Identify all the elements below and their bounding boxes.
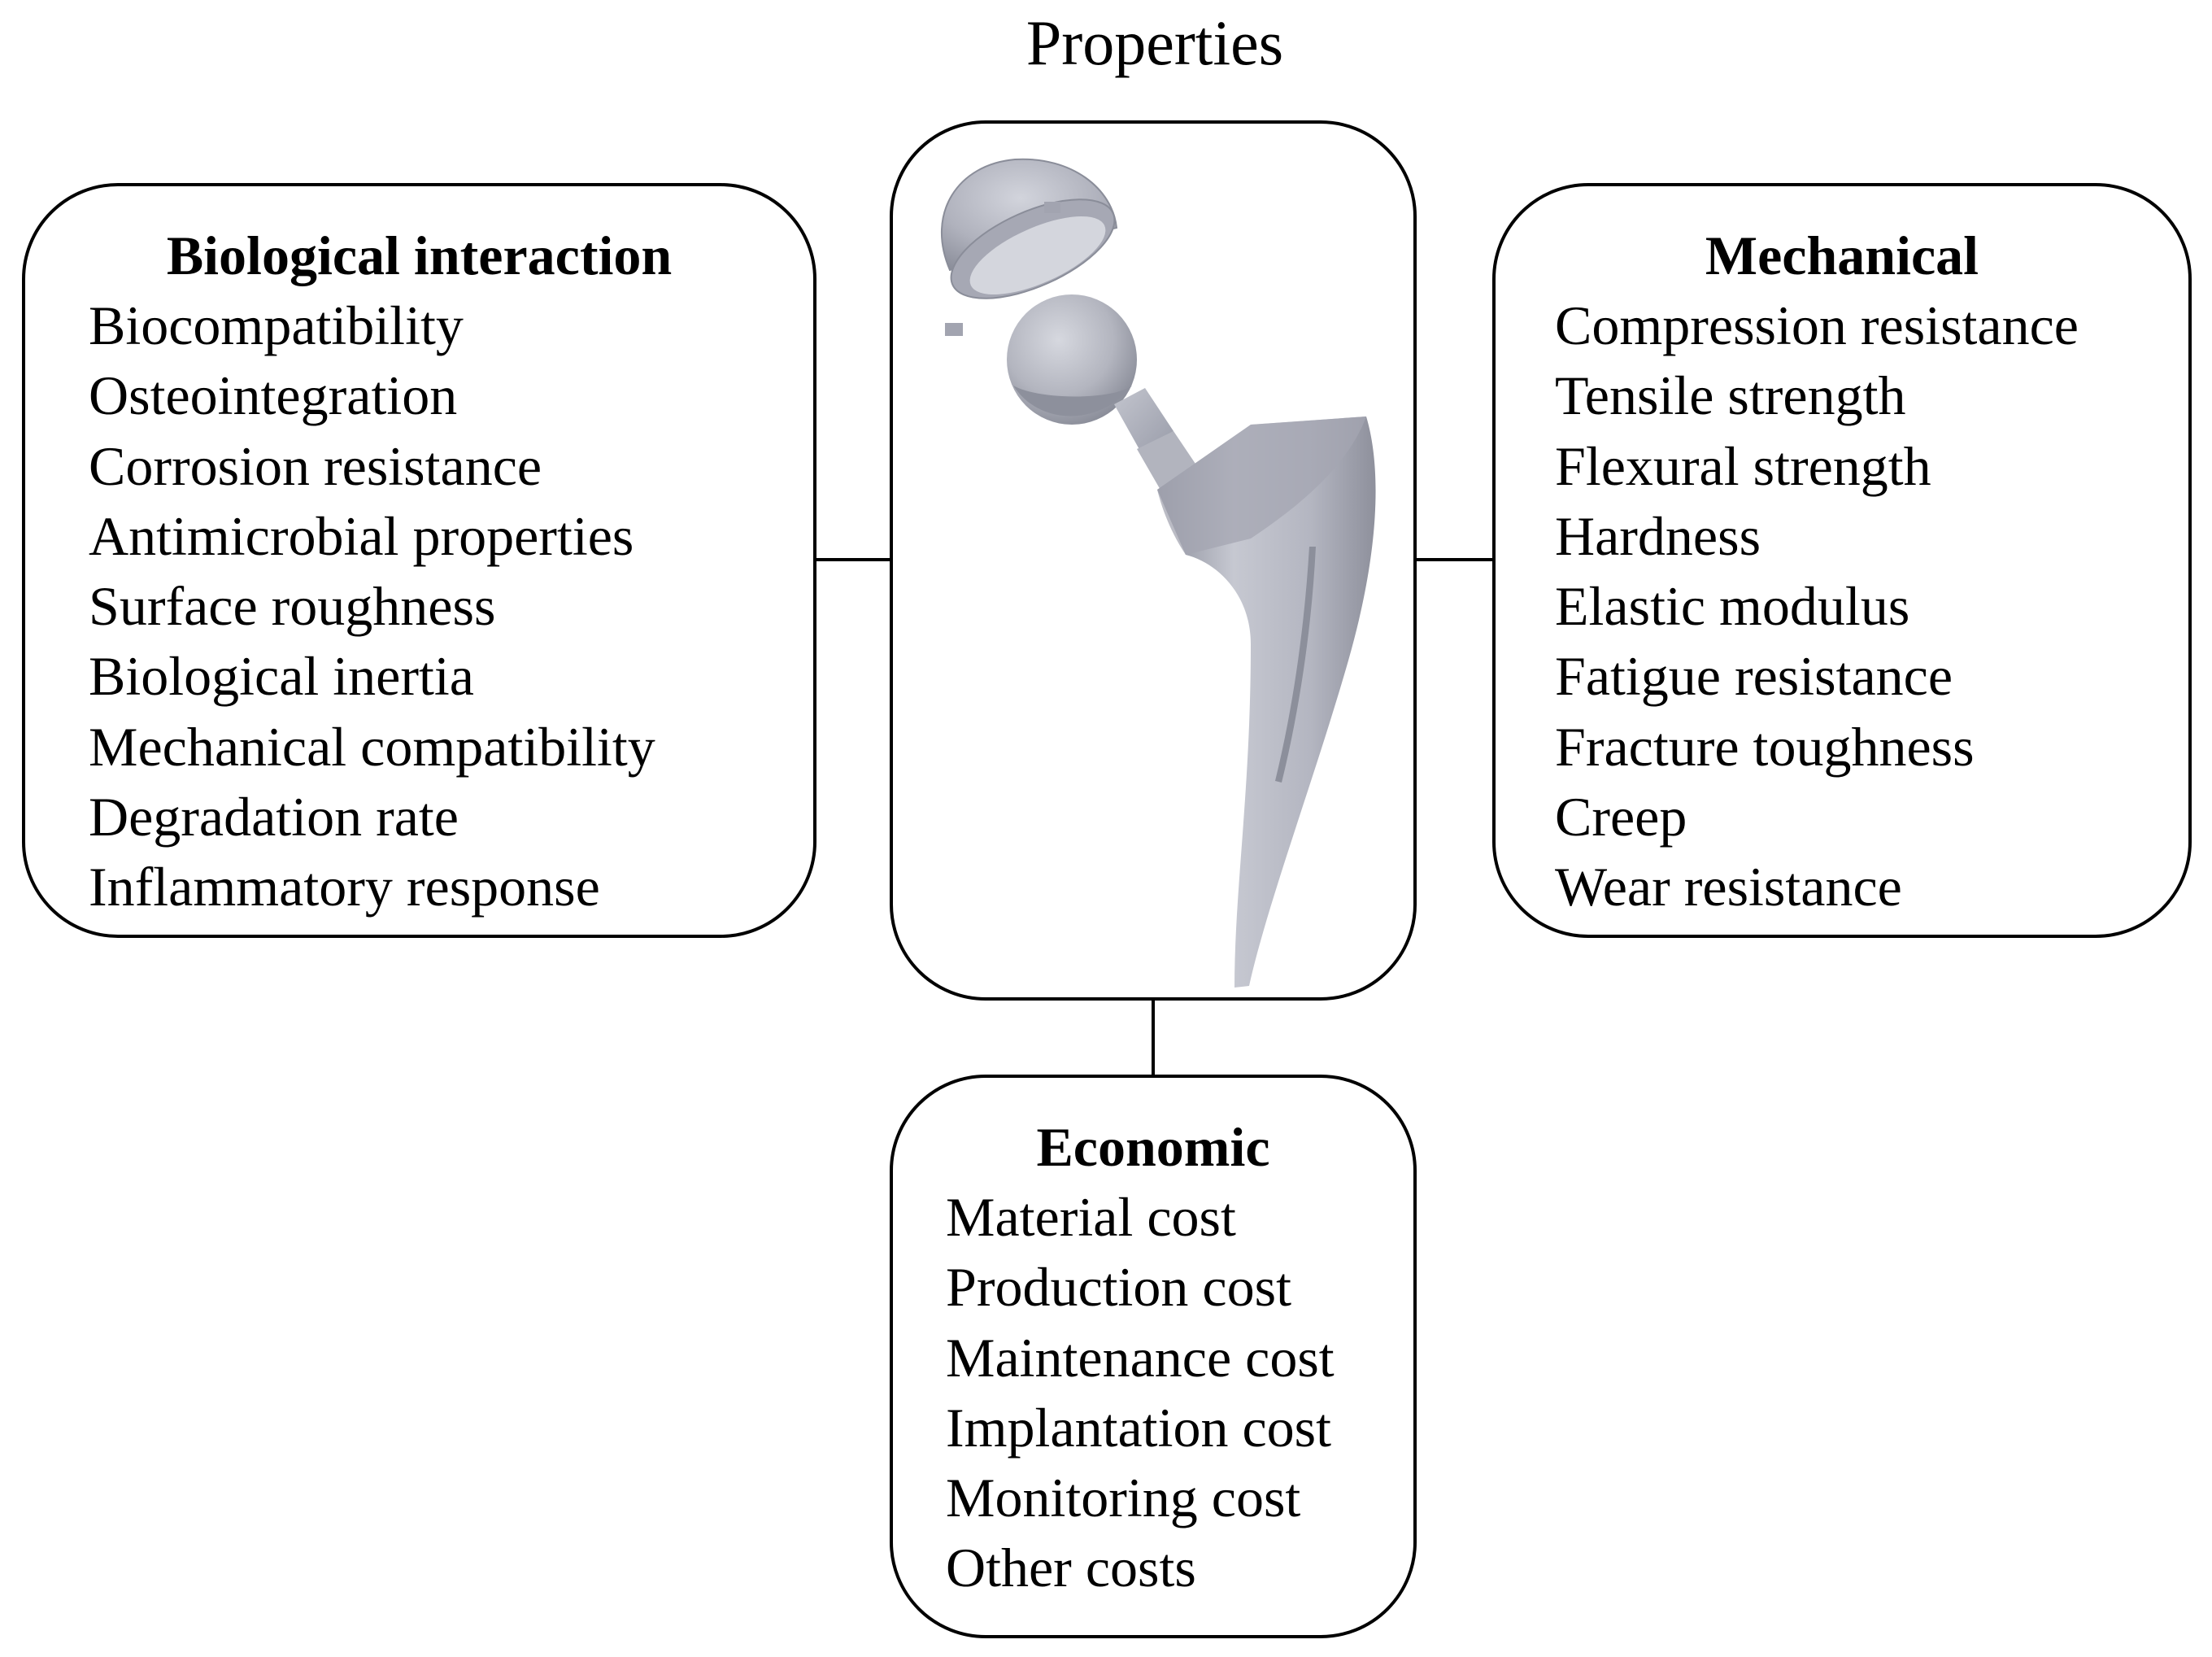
list-item: Degradation rate — [89, 786, 459, 848]
list-item: Fracture toughness — [1555, 715, 1975, 778]
connector-left — [815, 558, 891, 561]
list-item: Creep — [1555, 786, 1687, 848]
femoral-head — [1007, 294, 1137, 425]
list-item: Elastic modulus — [1555, 575, 1910, 638]
list-item: Wear resistance — [1555, 856, 1902, 918]
list-item: Implantation cost — [946, 1396, 1332, 1459]
list-item: Inflammatory response — [89, 856, 600, 918]
list-item: Production cost — [946, 1256, 1291, 1319]
economic-heading: Economic — [1036, 1116, 1270, 1178]
list-item: Tensile strength — [1555, 364, 1906, 427]
connector-bottom — [1152, 999, 1155, 1076]
list-item: Material cost — [946, 1186, 1236, 1248]
list-item: Surface roughness — [89, 575, 496, 638]
biological-interaction-heading: Biological interaction — [166, 225, 673, 286]
mechanical-heading: Mechanical — [1705, 225, 1979, 286]
connector-right — [1415, 558, 1494, 561]
mechanical-list: Compression resistance Tensile strength … — [1555, 290, 2079, 922]
economic-list: Material cost Production cost Maintenanc… — [946, 1182, 1335, 1603]
list-item: Maintenance cost — [946, 1326, 1335, 1389]
list-item: Flexural strength — [1555, 434, 1931, 497]
acetabular-cup — [941, 158, 1118, 336]
list-item: Biocompatibility — [89, 294, 464, 356]
economic-box: Economic Material cost Production cost M… — [890, 1075, 1417, 1638]
mechanical-box: Mechanical Compression resistance Tensil… — [1492, 183, 2192, 938]
list-item: Biological inertia — [89, 645, 474, 708]
list-item: Compression resistance — [1555, 294, 2079, 356]
list-item: Hardness — [1555, 504, 1761, 567]
list-item: Antimicrobial properties — [89, 504, 634, 567]
diagram-title: Properties — [1025, 7, 1284, 78]
list-item: Osteointegration — [89, 364, 458, 427]
hip-implant-illustration — [941, 158, 1376, 988]
list-item: Fatigue resistance — [1555, 645, 1953, 708]
biological-interaction-box: Biological interaction Biocompatibility … — [22, 183, 816, 938]
list-item: Mechanical compatibility — [89, 715, 655, 778]
list-item: Monitoring cost — [946, 1467, 1301, 1529]
biological-interaction-list: Biocompatibility Osteointegration Corros… — [89, 290, 655, 922]
list-item: Corrosion resistance — [89, 434, 542, 497]
hip-implant-image-box — [890, 120, 1417, 1001]
femoral-stem — [1157, 416, 1376, 988]
list-item: Other costs — [946, 1537, 1196, 1599]
